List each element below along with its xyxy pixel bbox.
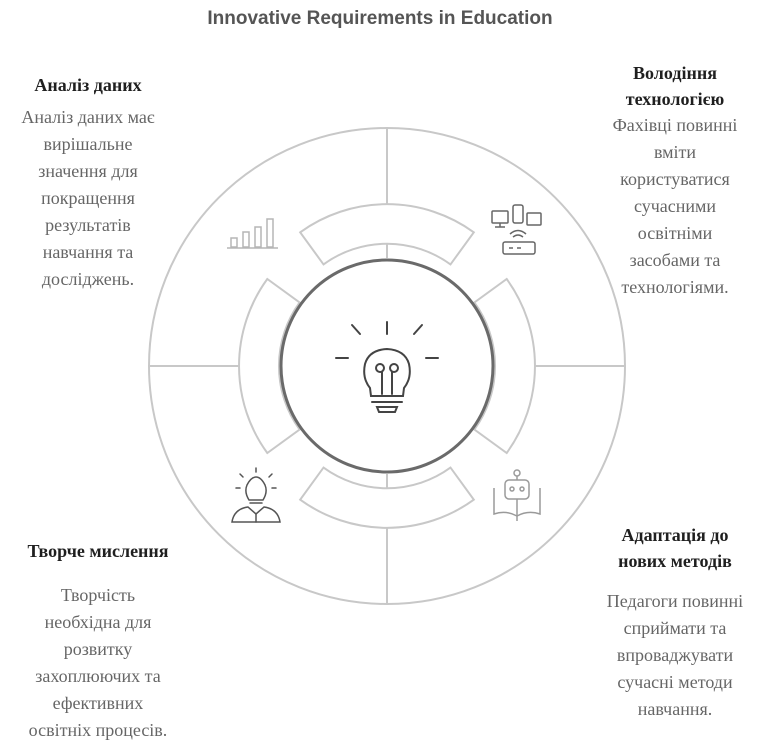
center-circle xyxy=(279,258,495,474)
section-bottom-left: Творче мислення Творчість необхідна для … xyxy=(0,538,196,744)
section-text: Аналіз даних має вирішальне значення для… xyxy=(21,107,155,289)
inner-arc-right xyxy=(473,277,536,455)
section-text: Педагоги повинні сприймати та впроваджув… xyxy=(606,591,744,719)
bar-chart-icon xyxy=(227,218,278,249)
section-text: Творчість необхідна для розвитку захоплю… xyxy=(28,585,168,740)
section-top-left: Аналіз даних Аналіз даних має вирішальне… xyxy=(8,72,168,293)
diagram-title: Innovative Requirements in Education xyxy=(207,8,553,29)
section-top-right: Володіння технологією Фахівці повинні вм… xyxy=(590,60,760,301)
section-heading: Творче мислення xyxy=(27,541,169,561)
section-bottom-right: Адаптація до нових методів Педагоги пови… xyxy=(590,522,760,723)
section-heading: Володіння технологією xyxy=(625,63,725,109)
robot-book-icon xyxy=(493,469,541,521)
inner-arc-bottom xyxy=(298,466,476,529)
lightbulb-icon xyxy=(335,321,439,413)
inner-arc-left xyxy=(238,277,301,455)
section-heading: Аналіз даних xyxy=(34,75,142,95)
devices-network-icon xyxy=(491,204,542,255)
section-text: Фахівці повинні вміти користуватися суча… xyxy=(612,115,738,297)
inner-arc-top xyxy=(298,203,476,266)
creative-person-icon xyxy=(231,467,281,523)
section-heading: Адаптація до нових методів xyxy=(618,525,732,571)
